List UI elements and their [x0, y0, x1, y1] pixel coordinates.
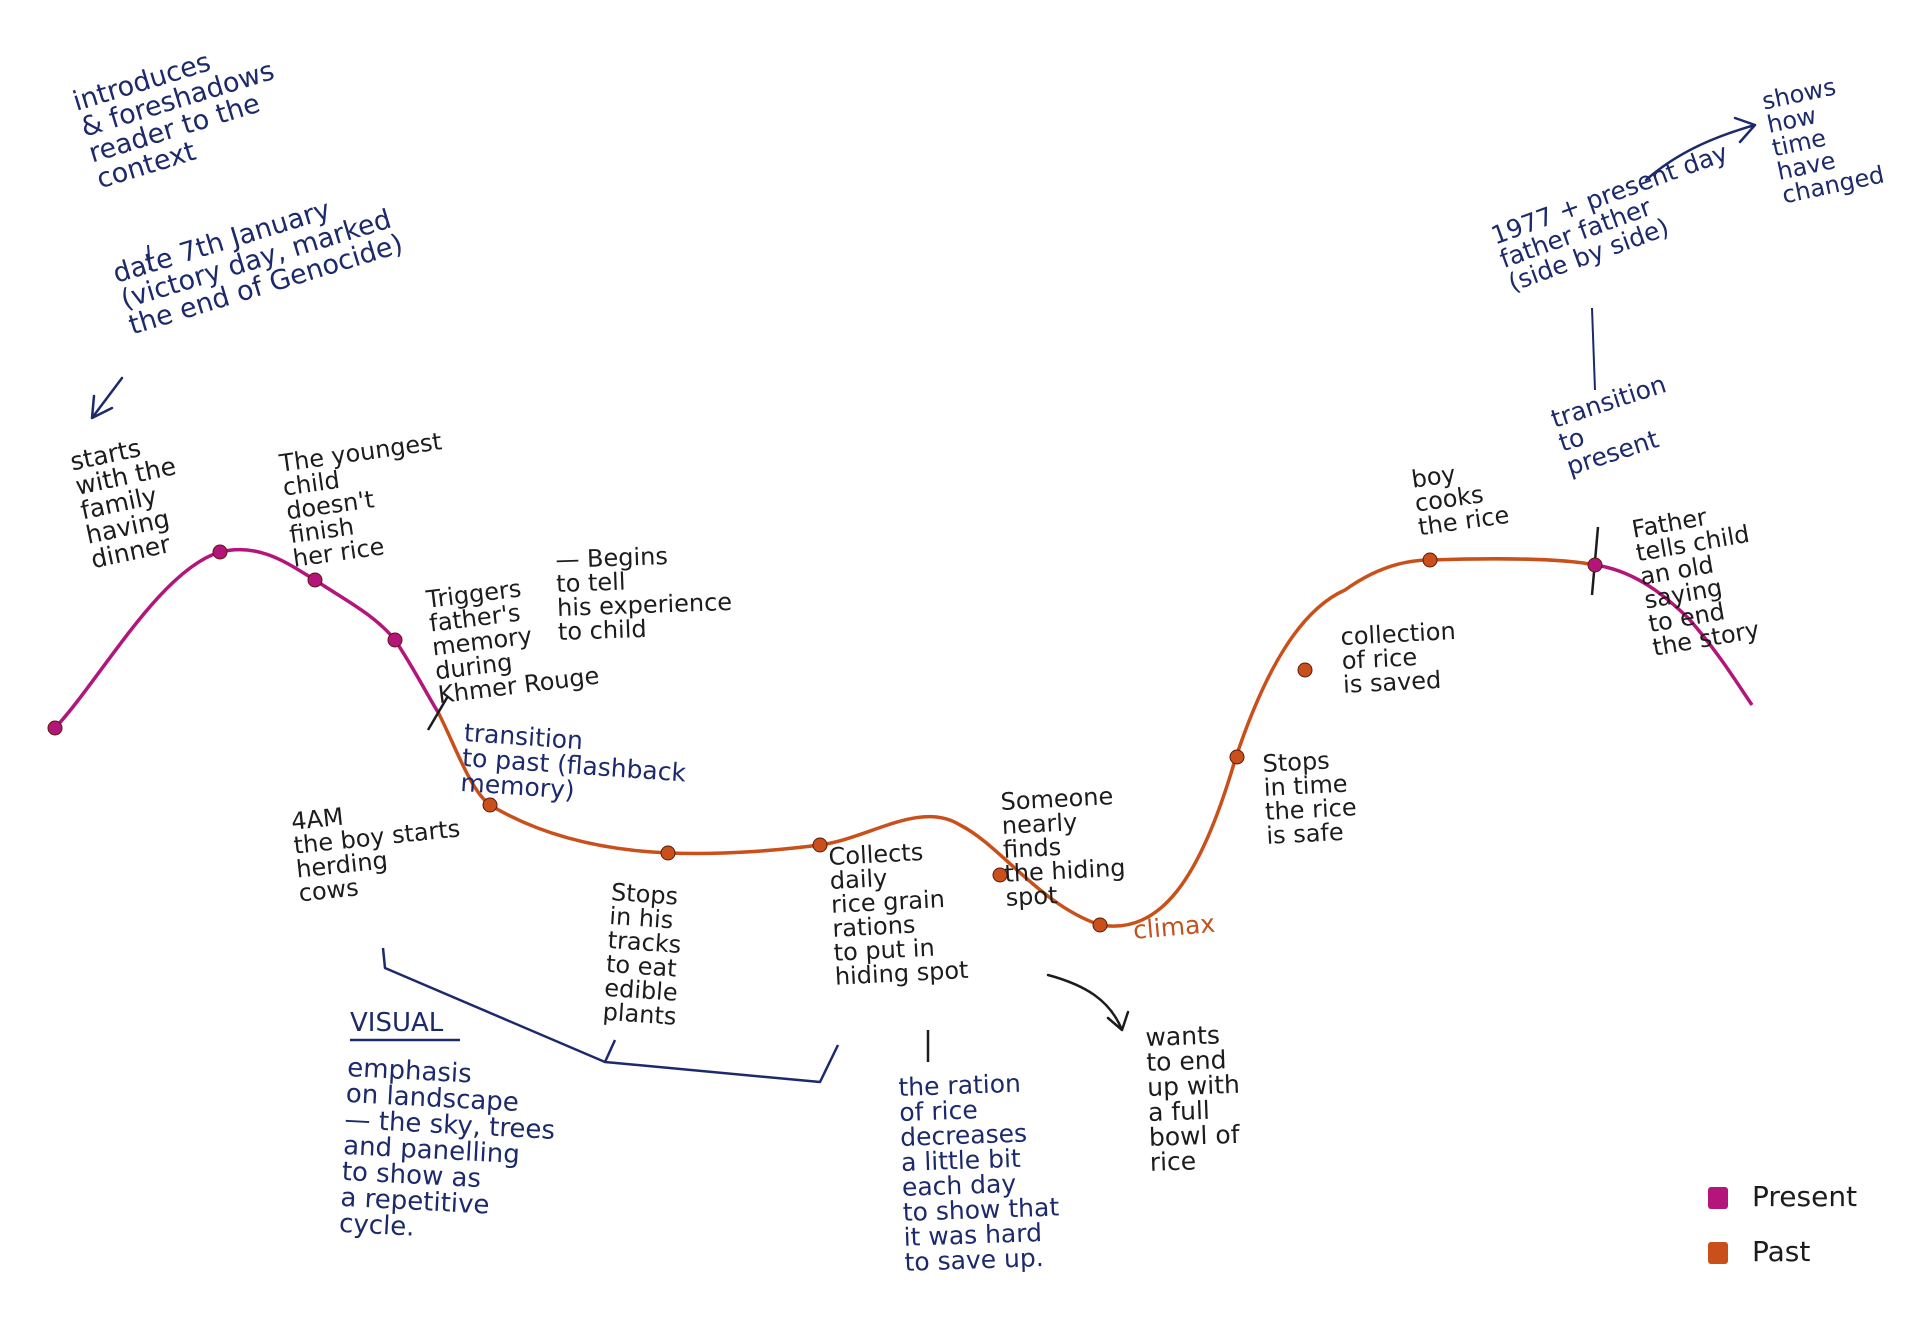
- ration-note: the ration of rice decreases a little bi…: [897, 1068, 1060, 1277]
- stops-time-note: Stops in time the rice is safe: [1261, 746, 1358, 850]
- legend-past-swatch: [1708, 1242, 1728, 1264]
- past-event-dot: [482, 797, 498, 813]
- past-curve: [436, 557, 1596, 928]
- present-event-dot: [212, 544, 228, 560]
- youngest-note: The youngest child doesn't finish her ri…: [277, 427, 444, 573]
- present-curve-end: [1594, 563, 1754, 706]
- someone-note: Someone nearly finds the hiding spot: [999, 782, 1127, 912]
- cows-note: 4AM the boy starts herding cows: [289, 802, 462, 908]
- visual-bracket: [381, 947, 840, 1084]
- collection-note: collection of rice is saved: [1339, 616, 1457, 699]
- transition-past-note: transition to past (flashback memory): [459, 718, 687, 805]
- wants-arrow: [1046, 973, 1130, 1032]
- present-dots: [47, 544, 1603, 736]
- intro-connector: [147, 244, 151, 271]
- past-event-dot: [660, 845, 676, 861]
- present-event-dot: [307, 572, 323, 588]
- climax-label: climax: [1131, 908, 1217, 945]
- wants-note: wants to end up with a full bowl of rice: [1144, 1020, 1241, 1177]
- present-event-dot: [387, 632, 403, 648]
- transition-past-tick: [426, 695, 450, 731]
- past-event-dot: [1422, 552, 1438, 568]
- side-by-side-connector: [1591, 307, 1596, 391]
- begins-note: — Begins to tell his experience to child: [554, 542, 733, 646]
- past-event-dot: [1229, 749, 1245, 765]
- past-event-dot: [992, 867, 1008, 883]
- date-arrow: [90, 376, 124, 420]
- legend-present-label: Present: [1752, 1180, 1858, 1213]
- visual-title: VISUAL: [350, 1008, 444, 1038]
- boy-cooks-note: boy cooks the rice: [1409, 459, 1511, 542]
- visual-note: emphasis on landscape — the sky, trees a…: [338, 1053, 556, 1243]
- shows-time-arrow: [1644, 116, 1757, 182]
- past-event-dot: [1297, 662, 1313, 678]
- stops-tracks-note: Stops in his tracks to eat edible plants: [601, 878, 683, 1031]
- father-tells-note: Father tells child an old saying to end …: [1629, 502, 1762, 662]
- past-dots: [482, 552, 1438, 933]
- past-event-dot: [812, 837, 828, 853]
- past-event-dot: [1092, 917, 1108, 933]
- present-curve-start: [53, 547, 440, 730]
- collects-note: Collects daily rice grain rations to put…: [827, 838, 970, 991]
- legend-present-swatch: [1708, 1187, 1728, 1209]
- legend-past-label: Past: [1752, 1235, 1811, 1268]
- present-event-dot: [47, 720, 63, 736]
- present-event-dot: [1587, 557, 1603, 573]
